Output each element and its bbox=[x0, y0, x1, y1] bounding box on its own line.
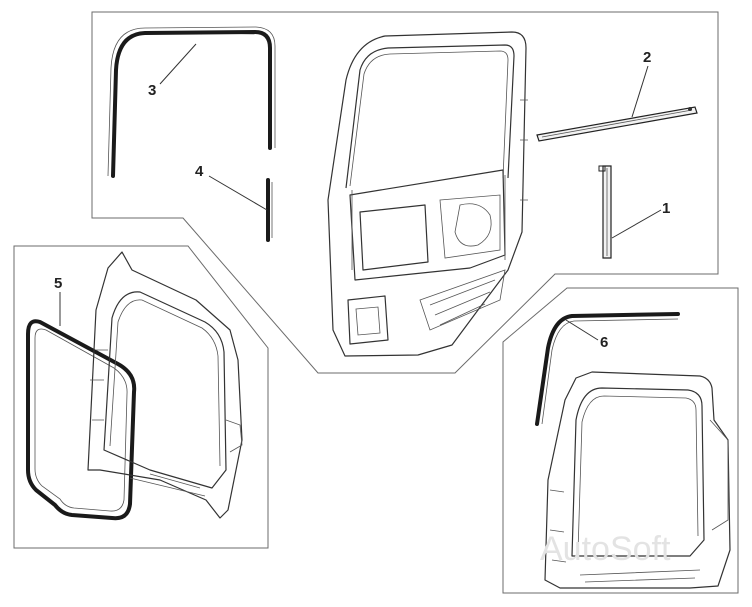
callout-4: 4 bbox=[195, 163, 204, 180]
callout-5: 5 bbox=[54, 275, 62, 292]
door-frame-center bbox=[327, 31, 528, 357]
watermark-logo: AutoSoft bbox=[540, 530, 671, 568]
cab-door-frame-right bbox=[544, 371, 731, 589]
part-5-door-perimeter-seal bbox=[26, 319, 137, 521]
cab-door-frame-left bbox=[87, 251, 243, 519]
leader-line-6 bbox=[565, 319, 599, 341]
right-panel-outline bbox=[502, 287, 739, 594]
leader-line-3 bbox=[159, 43, 197, 85]
callout-2: 2 bbox=[643, 49, 651, 66]
leader-line-2 bbox=[631, 65, 649, 118]
part-2-belt-strip bbox=[536, 106, 698, 142]
callout-3: 3 bbox=[148, 82, 156, 99]
callout-1: 1 bbox=[662, 200, 670, 217]
callout-6: 6 bbox=[600, 334, 608, 351]
part-6-roof-drip-strip bbox=[535, 312, 680, 426]
part-3-window-channel-seal bbox=[107, 26, 276, 178]
top-panel-outline bbox=[91, 11, 719, 374]
part-4-vertical-seal bbox=[266, 178, 273, 242]
part-1-vertical-rail bbox=[598, 165, 612, 259]
leader-line-4 bbox=[208, 175, 268, 211]
leader-line-1 bbox=[611, 209, 662, 239]
